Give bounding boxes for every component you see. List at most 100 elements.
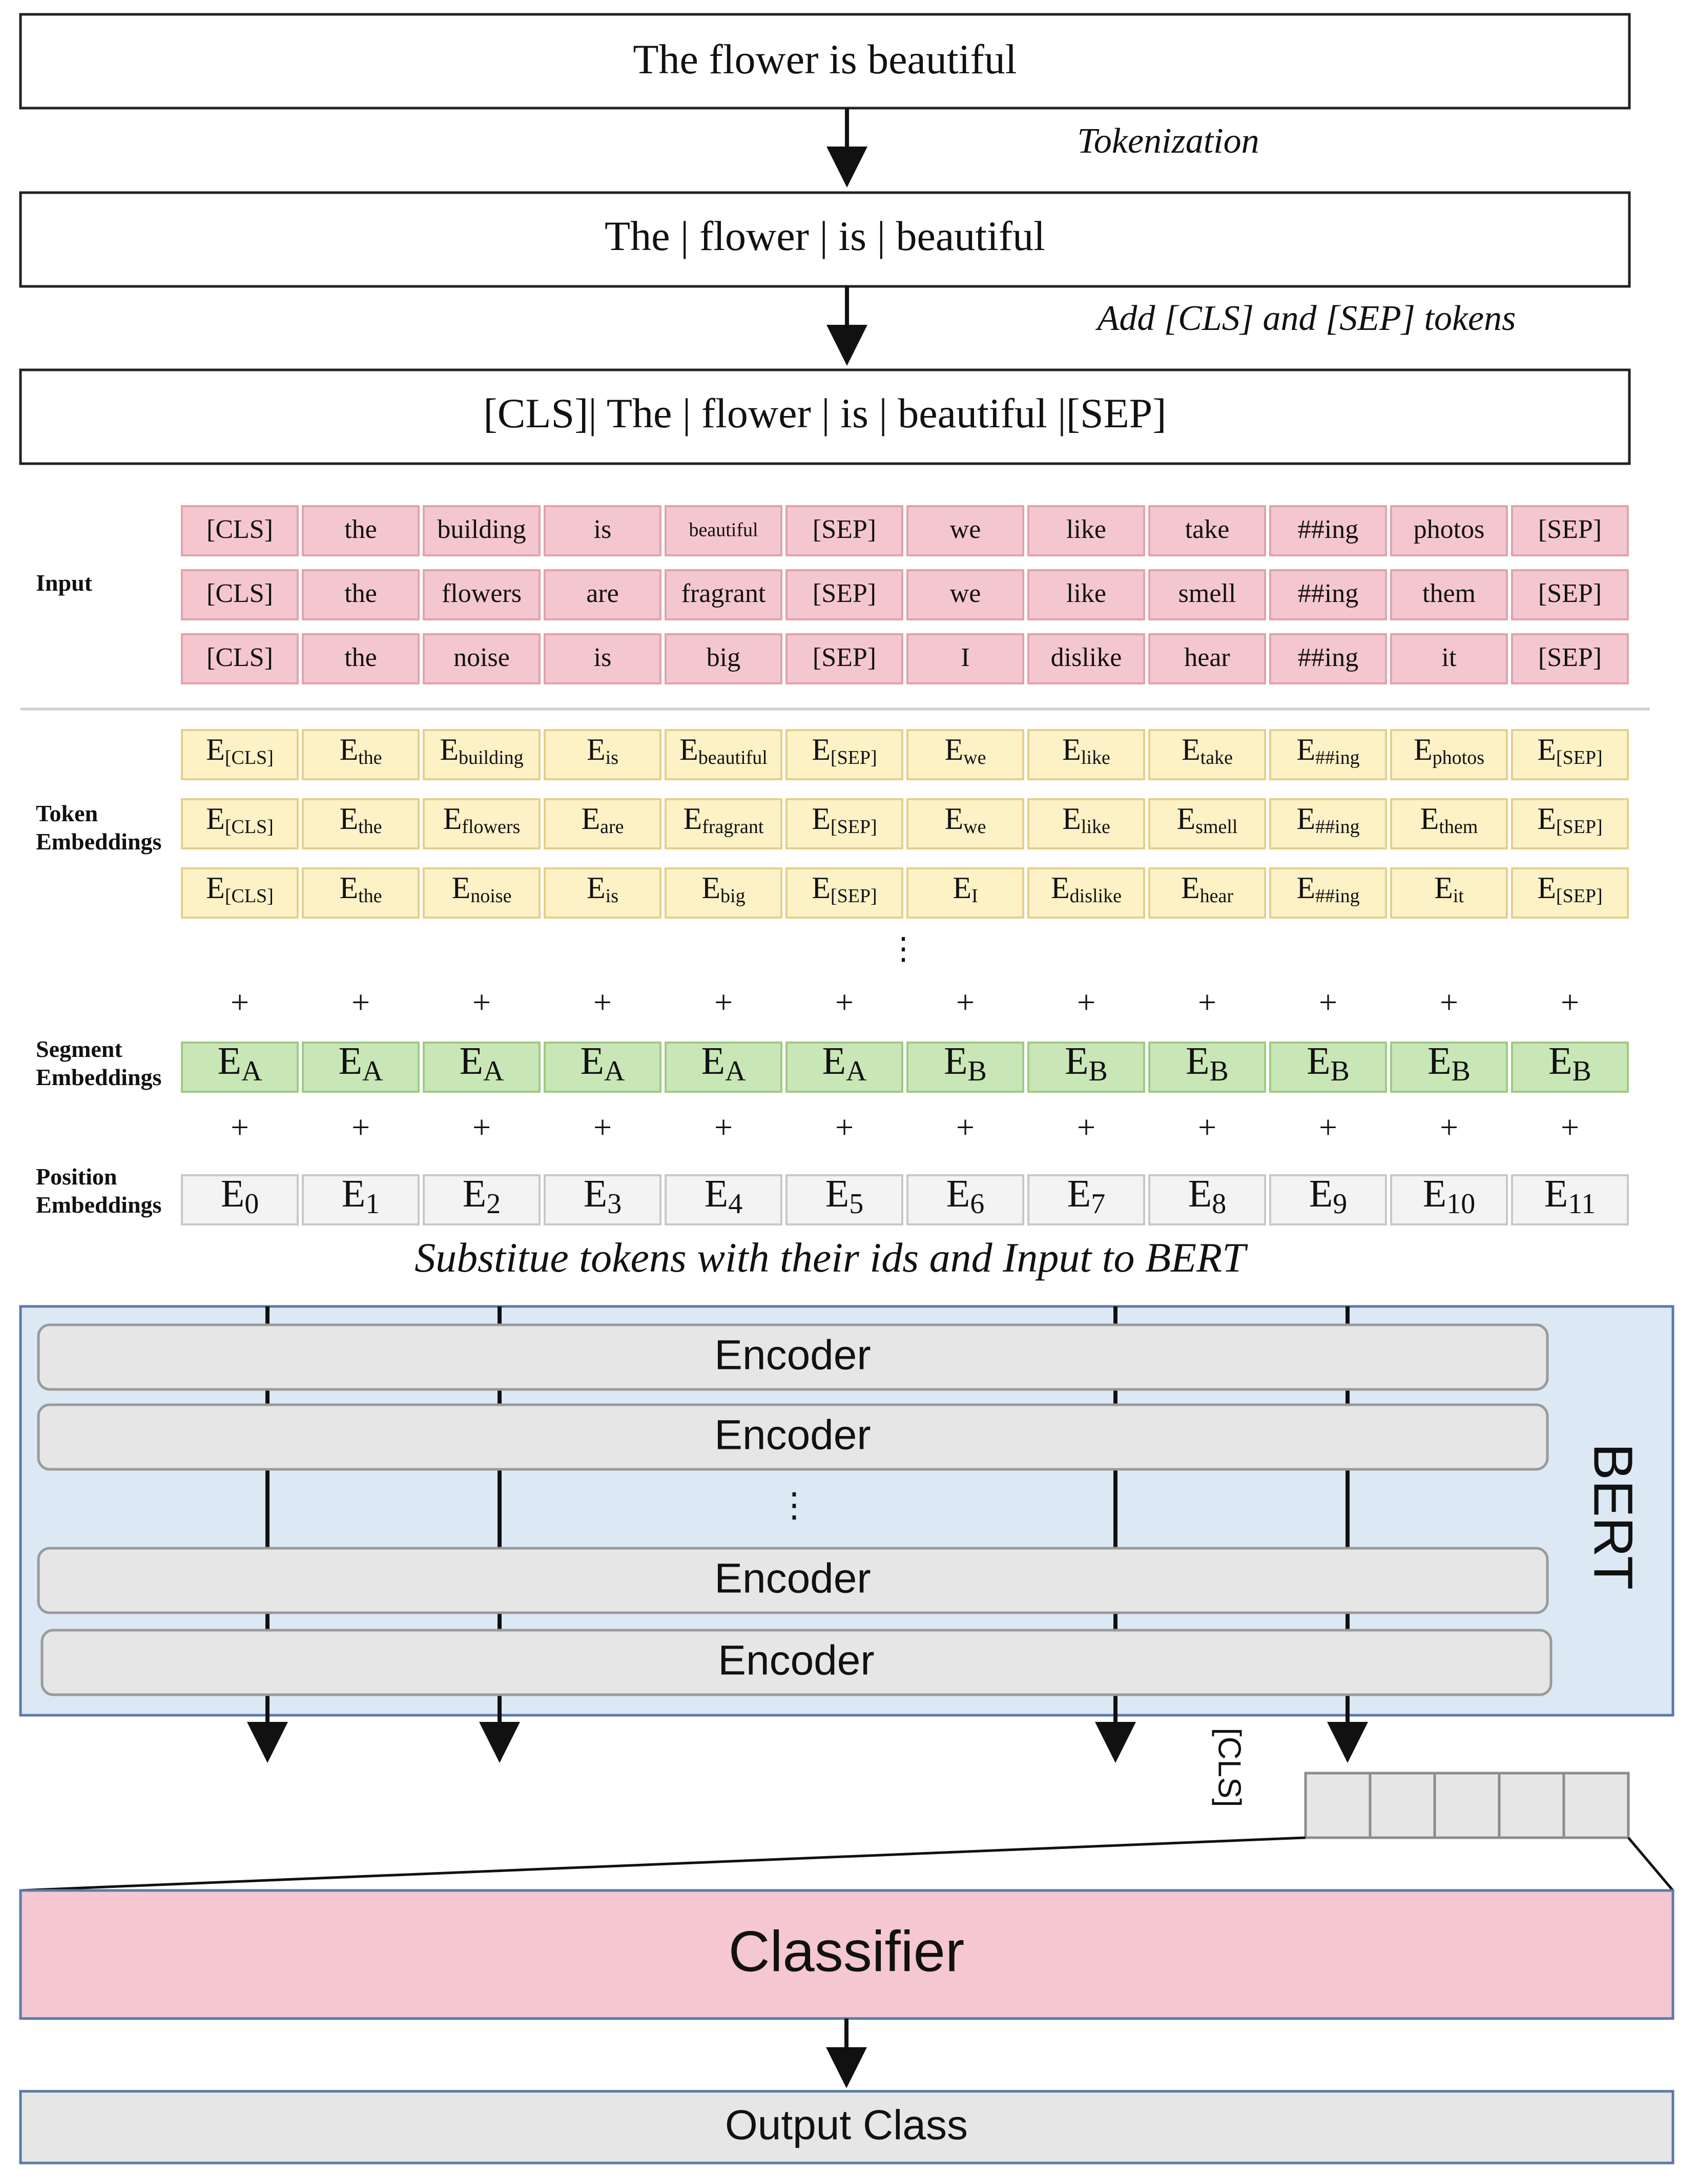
- position-embedding-cell: [1269, 1174, 1387, 1225]
- token-embedding-cell: [1390, 798, 1508, 849]
- input-token-cell: [1269, 569, 1387, 620]
- input-token: flowers: [442, 579, 522, 608]
- token-embedding-cell: [302, 729, 420, 780]
- tokens-text: The | flower | is | beautiful: [605, 213, 1045, 259]
- plus-sign: +: [956, 1109, 975, 1146]
- input-token: [CLS]: [206, 515, 273, 544]
- input-token: smell: [1178, 579, 1236, 608]
- token-embedding: Elike: [1062, 802, 1110, 838]
- encoder-layer-3-label: Encoder: [714, 1555, 871, 1602]
- token-embedding-cell: [906, 867, 1024, 919]
- segment-embedding-cell: [1269, 1042, 1387, 1093]
- token-embedding: E##ing: [1296, 733, 1359, 768]
- input-token-cell: [785, 505, 903, 556]
- position-embeddings-label-line2: Embeddings: [36, 1192, 161, 1218]
- token-embedding: EI: [953, 871, 978, 907]
- plus-sign: +: [1440, 1109, 1458, 1146]
- plus-sign: +: [472, 984, 491, 1021]
- segment-embedding: EB: [1427, 1039, 1471, 1087]
- token-embedding-cell: [785, 867, 903, 919]
- input-token: are: [586, 579, 618, 608]
- token-embedding: E[SEP]: [812, 871, 877, 907]
- position-embedding: E2: [463, 1172, 501, 1219]
- segment-embedding: EB: [1307, 1039, 1350, 1087]
- token-embedding-cell: [906, 798, 1024, 849]
- input-token: hear: [1184, 643, 1230, 672]
- token-embedding-cell: [1148, 867, 1266, 919]
- token-embedding: E##ing: [1296, 802, 1359, 838]
- token-embedding: Eflowers: [443, 802, 521, 838]
- input-token-cell: [665, 569, 782, 620]
- segment-embedding-cell: [1511, 1042, 1629, 1093]
- plus-sign: +: [472, 1109, 491, 1146]
- input-token: dislike: [1051, 643, 1122, 672]
- plus-sign: +: [714, 984, 733, 1021]
- segment-embeddings-label-line2: Embeddings: [36, 1064, 161, 1090]
- input-token-cell: [544, 505, 661, 556]
- special-tokens-label: Add [CLS] and [SEP] tokens: [1095, 299, 1516, 338]
- encoder-layer-1: [37, 1323, 1549, 1391]
- token-embedding-cell: [423, 729, 541, 780]
- token-embedding-cell: [181, 729, 299, 780]
- token-embedding: E[SEP]: [812, 802, 877, 838]
- token-embedding: E[SEP]: [1537, 733, 1602, 768]
- segment-embeddings-label-line1: Segment: [36, 1036, 122, 1062]
- encoder-layer-4-label: Encoder: [718, 1637, 874, 1684]
- token-embedding-cell: [1269, 729, 1387, 780]
- token-embedding-cell: [1027, 798, 1145, 849]
- token-embedding-cell: [1511, 867, 1629, 919]
- segment-embedding: EB: [944, 1039, 987, 1087]
- plus-sign: +: [1440, 984, 1458, 1021]
- token-embedding: Ebig: [701, 871, 745, 907]
- token-embedding: Ethe: [339, 733, 382, 768]
- token-embedding: E[SEP]: [812, 733, 877, 768]
- position-embedding: E9: [1309, 1172, 1347, 1219]
- input-token: big: [707, 643, 740, 672]
- input-token-cell: [1511, 569, 1629, 620]
- token-embedding-cell: [665, 798, 782, 849]
- cls-vector-cell: [1498, 1772, 1565, 1839]
- input-token: building: [437, 515, 526, 544]
- token-embedding-cell: [302, 867, 420, 919]
- encoder-layer-3: [37, 1547, 1549, 1614]
- token-embedding: Eis: [587, 733, 618, 768]
- projection-line-right: [1627, 1837, 1674, 1891]
- segment-embedding: EA: [460, 1039, 504, 1087]
- input-token-cell: [181, 633, 299, 684]
- segment-embedding: EA: [701, 1039, 746, 1087]
- token-embedding-cell: [785, 798, 903, 849]
- cls-vector-cell: [1304, 1772, 1372, 1839]
- input-token: the: [344, 643, 377, 672]
- position-embedding: E4: [705, 1172, 742, 1219]
- plus-sign: +: [231, 984, 249, 1021]
- input-token-cell: [785, 569, 903, 620]
- token-embedding: Ebuilding: [440, 733, 523, 768]
- token-embeddings-label-line1: Token: [36, 800, 98, 826]
- plus-sign: +: [1319, 1109, 1337, 1146]
- input-token-cell: [1390, 505, 1508, 556]
- token-embedding-cell: [1269, 798, 1387, 849]
- token-embedding: E##ing: [1296, 871, 1359, 907]
- input-token-cell: [665, 633, 782, 684]
- plus-sign: +: [1077, 1109, 1095, 1146]
- input-token: the: [344, 515, 377, 544]
- sentence-box: [19, 13, 1631, 110]
- segment-embedding-cell: [181, 1042, 299, 1093]
- token-embedding: E[SEP]: [1537, 871, 1602, 907]
- token-embedding-cell: [181, 798, 299, 849]
- position-embedding: E7: [1067, 1172, 1105, 1219]
- position-embedding: E11: [1544, 1172, 1596, 1219]
- input-token: [SEP]: [1538, 579, 1602, 608]
- plus-sign: +: [1561, 984, 1579, 1021]
- input-token-cell: [906, 569, 1024, 620]
- cls-vector-cell: [1562, 1772, 1630, 1839]
- position-embedding-cell: [1390, 1174, 1508, 1225]
- input-token: we: [950, 515, 981, 544]
- position-embedding: E8: [1188, 1172, 1226, 1219]
- input-token-cell: [665, 505, 782, 556]
- special-tokens-text: [CLS]| The | flower | is | beautiful |[S…: [483, 390, 1166, 436]
- position-embedding: E10: [1423, 1172, 1475, 1219]
- input-token-cell: [1511, 633, 1629, 684]
